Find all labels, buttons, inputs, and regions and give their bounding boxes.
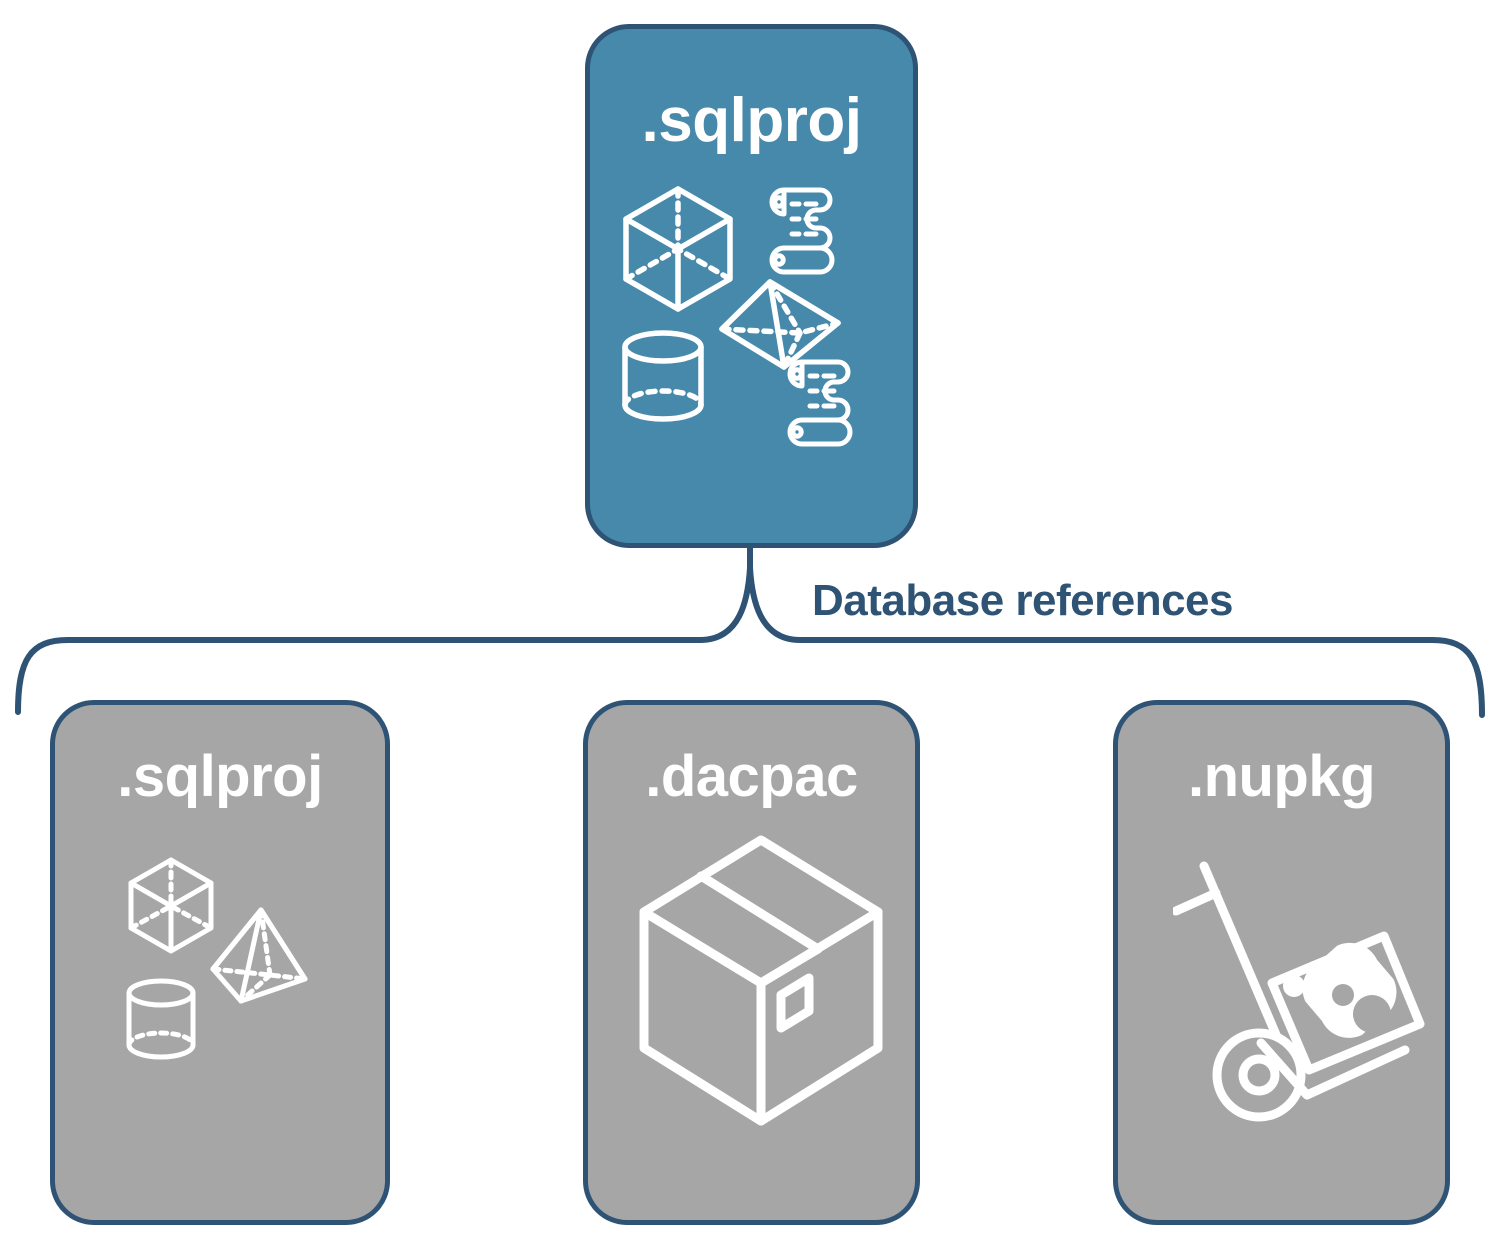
reference-card-2-label: .nupkg [1187,744,1376,809]
reference-card-sqlproj[interactable]: .sqlproj [50,700,390,1225]
pyramid-wireframe-icon [210,907,308,1004]
reference-card-0-icon-group [113,855,353,1085]
shipping-box-icon [639,835,883,1126]
nuget-logo-icon [1302,942,1397,1038]
reference-card-nupkg[interactable]: .nupkg [1113,700,1450,1225]
reference-card-0-label: .sqlproj [117,744,323,809]
cube-wireframe-icon [128,857,214,954]
reference-card-1-label: .dacpac [645,744,858,809]
reference-card-1-icon-group [606,825,906,1145]
cylinder-wireframe-icon [126,978,196,1060]
root-card-label: .sqlproj [641,86,862,155]
nuget-logo-dots [1332,984,1391,1033]
nuget-small-dot [1283,975,1305,997]
hand-truck-package-icon [1171,861,1425,1122]
reference-card-2-icon-group [1171,845,1453,1125]
connector-label: Database references [812,576,1233,625]
reference-card-dacpac[interactable]: .dacpac [583,700,920,1225]
